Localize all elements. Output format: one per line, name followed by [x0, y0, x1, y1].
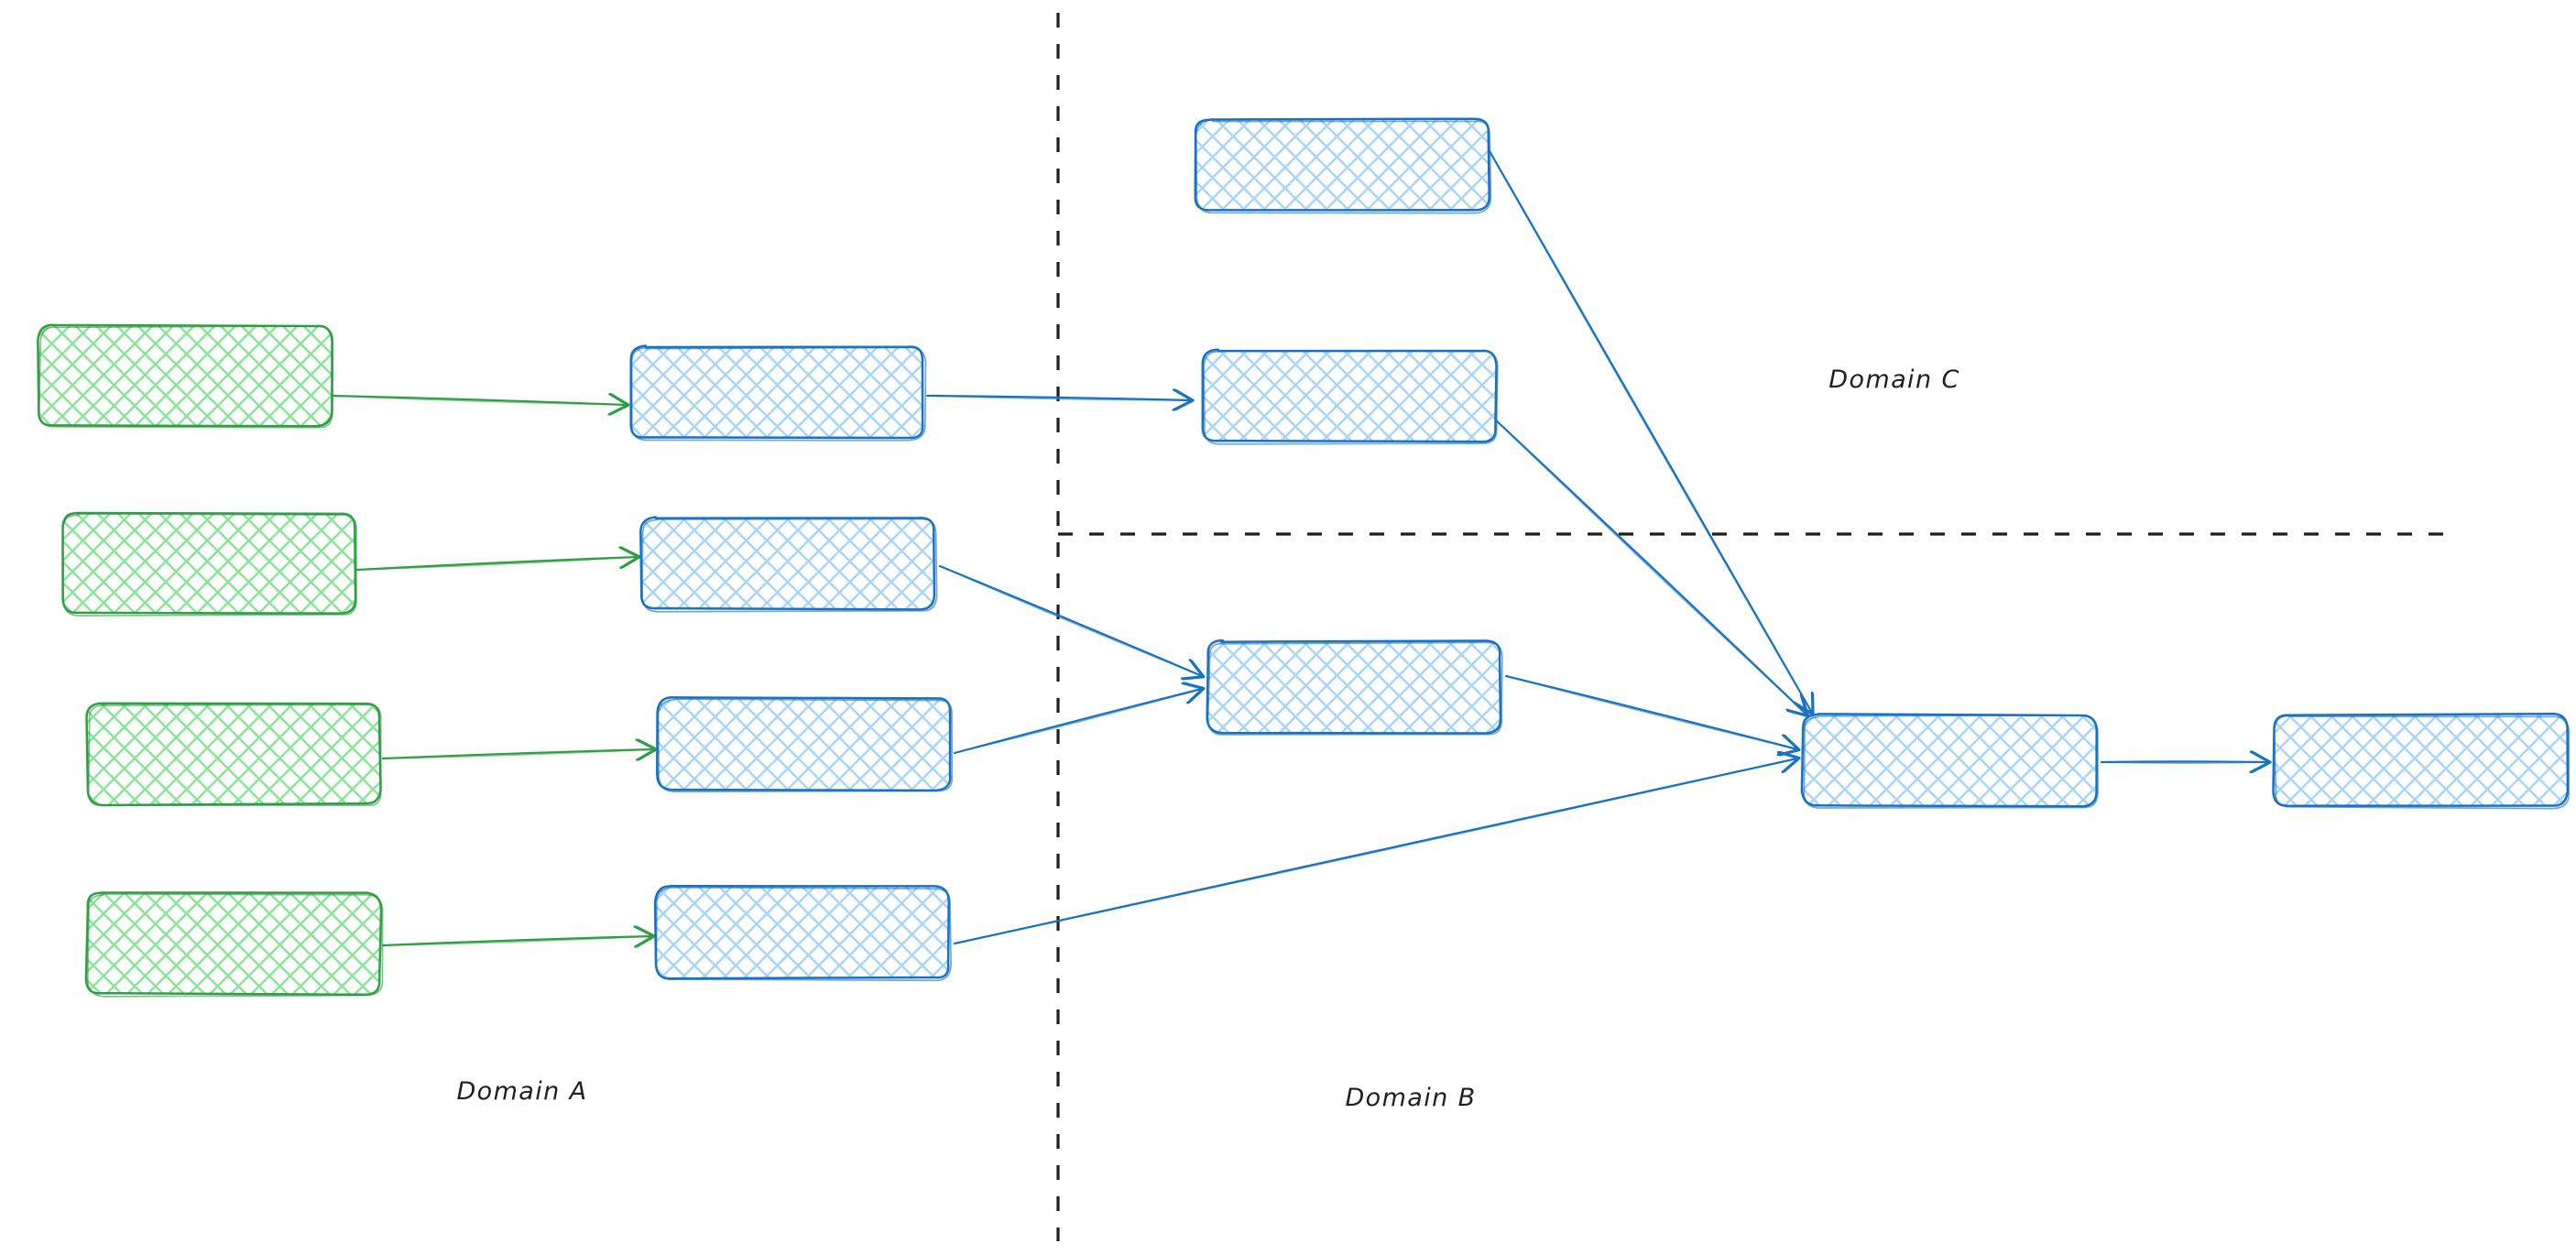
- edge-e-a3-b3: [953, 689, 1202, 755]
- edge-line: [381, 749, 654, 758]
- node-outline: [1203, 350, 1499, 445]
- edge-e-green1-a1: [330, 396, 627, 405]
- edge-e-c1-c2: [2100, 761, 2268, 763]
- node-outline: [629, 344, 924, 440]
- node-outline: [655, 886, 952, 982]
- edge-line: [938, 564, 1202, 676]
- edge-e-green4-a4: [381, 936, 652, 945]
- edge-line: [1491, 416, 1806, 715]
- node-green-2[interactable]: [61, 511, 357, 617]
- node-fill: [38, 325, 333, 426]
- node-blue-c1[interactable]: [1800, 713, 2099, 809]
- domain-a-label: Domain A: [456, 1077, 587, 1106]
- node-fill: [1202, 349, 1497, 442]
- node-outline: [630, 346, 927, 442]
- node-blue-b1[interactable]: [1194, 117, 1492, 214]
- node-fill: [655, 886, 950, 979]
- node-outline: [87, 704, 382, 807]
- divider-layer: [1056, 13, 2448, 1241]
- node-blue-a1[interactable]: [629, 344, 927, 442]
- node-outline: [86, 893, 384, 998]
- domain-b-label: Domain B: [1345, 1084, 1476, 1112]
- edge-line: [381, 936, 652, 945]
- node-blue-b3[interactable]: [1206, 638, 1503, 736]
- node-green-4[interactable]: [84, 891, 384, 998]
- edge-e-a4-c1: [953, 758, 1797, 945]
- node-fill: [1195, 118, 1490, 212]
- node-outline: [38, 325, 334, 429]
- edge-layer: [330, 143, 2268, 945]
- edge-line: [2100, 761, 2268, 762]
- node-outline: [61, 513, 357, 617]
- edge-e-a1-b2: [925, 396, 1191, 400]
- node-outline: [1195, 118, 1492, 214]
- node-fill: [657, 697, 951, 791]
- node-blue-b2[interactable]: [1201, 348, 1499, 445]
- node-fill: [86, 892, 380, 994]
- edge-e-green3-a3: [381, 749, 654, 758]
- node-outline: [1206, 638, 1502, 735]
- domain-label-layer: Domain A Domain B Domain C: [456, 366, 1959, 1112]
- node-green-3[interactable]: [85, 702, 382, 807]
- edge-e-b2-c1: [1491, 416, 1806, 715]
- node-green-1[interactable]: [37, 323, 334, 429]
- node-fill: [86, 704, 381, 805]
- node-fill: [640, 518, 935, 610]
- edge-line: [330, 396, 627, 405]
- edge-e-green2-a2: [355, 557, 638, 572]
- node-fill: [61, 513, 355, 614]
- node-fill: [629, 345, 924, 439]
- edge-line: [1484, 143, 1812, 713]
- node-outline: [85, 702, 382, 807]
- domain-c-label: Domain C: [1828, 366, 1959, 394]
- edge-e-b1-c1: [1484, 143, 1812, 713]
- edge-e-a2-b3: [938, 564, 1202, 676]
- node-outline: [641, 518, 938, 613]
- edge-line: [925, 396, 1191, 400]
- node-blue-a4[interactable]: [653, 885, 952, 982]
- edge-line: [1504, 674, 1797, 749]
- node-outline: [1206, 641, 1503, 736]
- node-fill: [1803, 714, 2097, 807]
- node-outline: [1803, 715, 2099, 809]
- edge-line: [953, 689, 1202, 755]
- node-outline: [657, 698, 954, 793]
- node-outline: [2273, 715, 2571, 810]
- node-fill: [2273, 714, 2568, 807]
- edge-line: [355, 557, 638, 572]
- node-blue-c2[interactable]: [2272, 712, 2571, 810]
- edge-e-b3-c1: [1504, 674, 1797, 749]
- edge-line: [953, 758, 1797, 945]
- node-blue-a2[interactable]: [639, 516, 938, 613]
- node-fill: [1206, 640, 1501, 734]
- node-blue-a3[interactable]: [656, 695, 954, 793]
- node-layer: [37, 117, 2571, 998]
